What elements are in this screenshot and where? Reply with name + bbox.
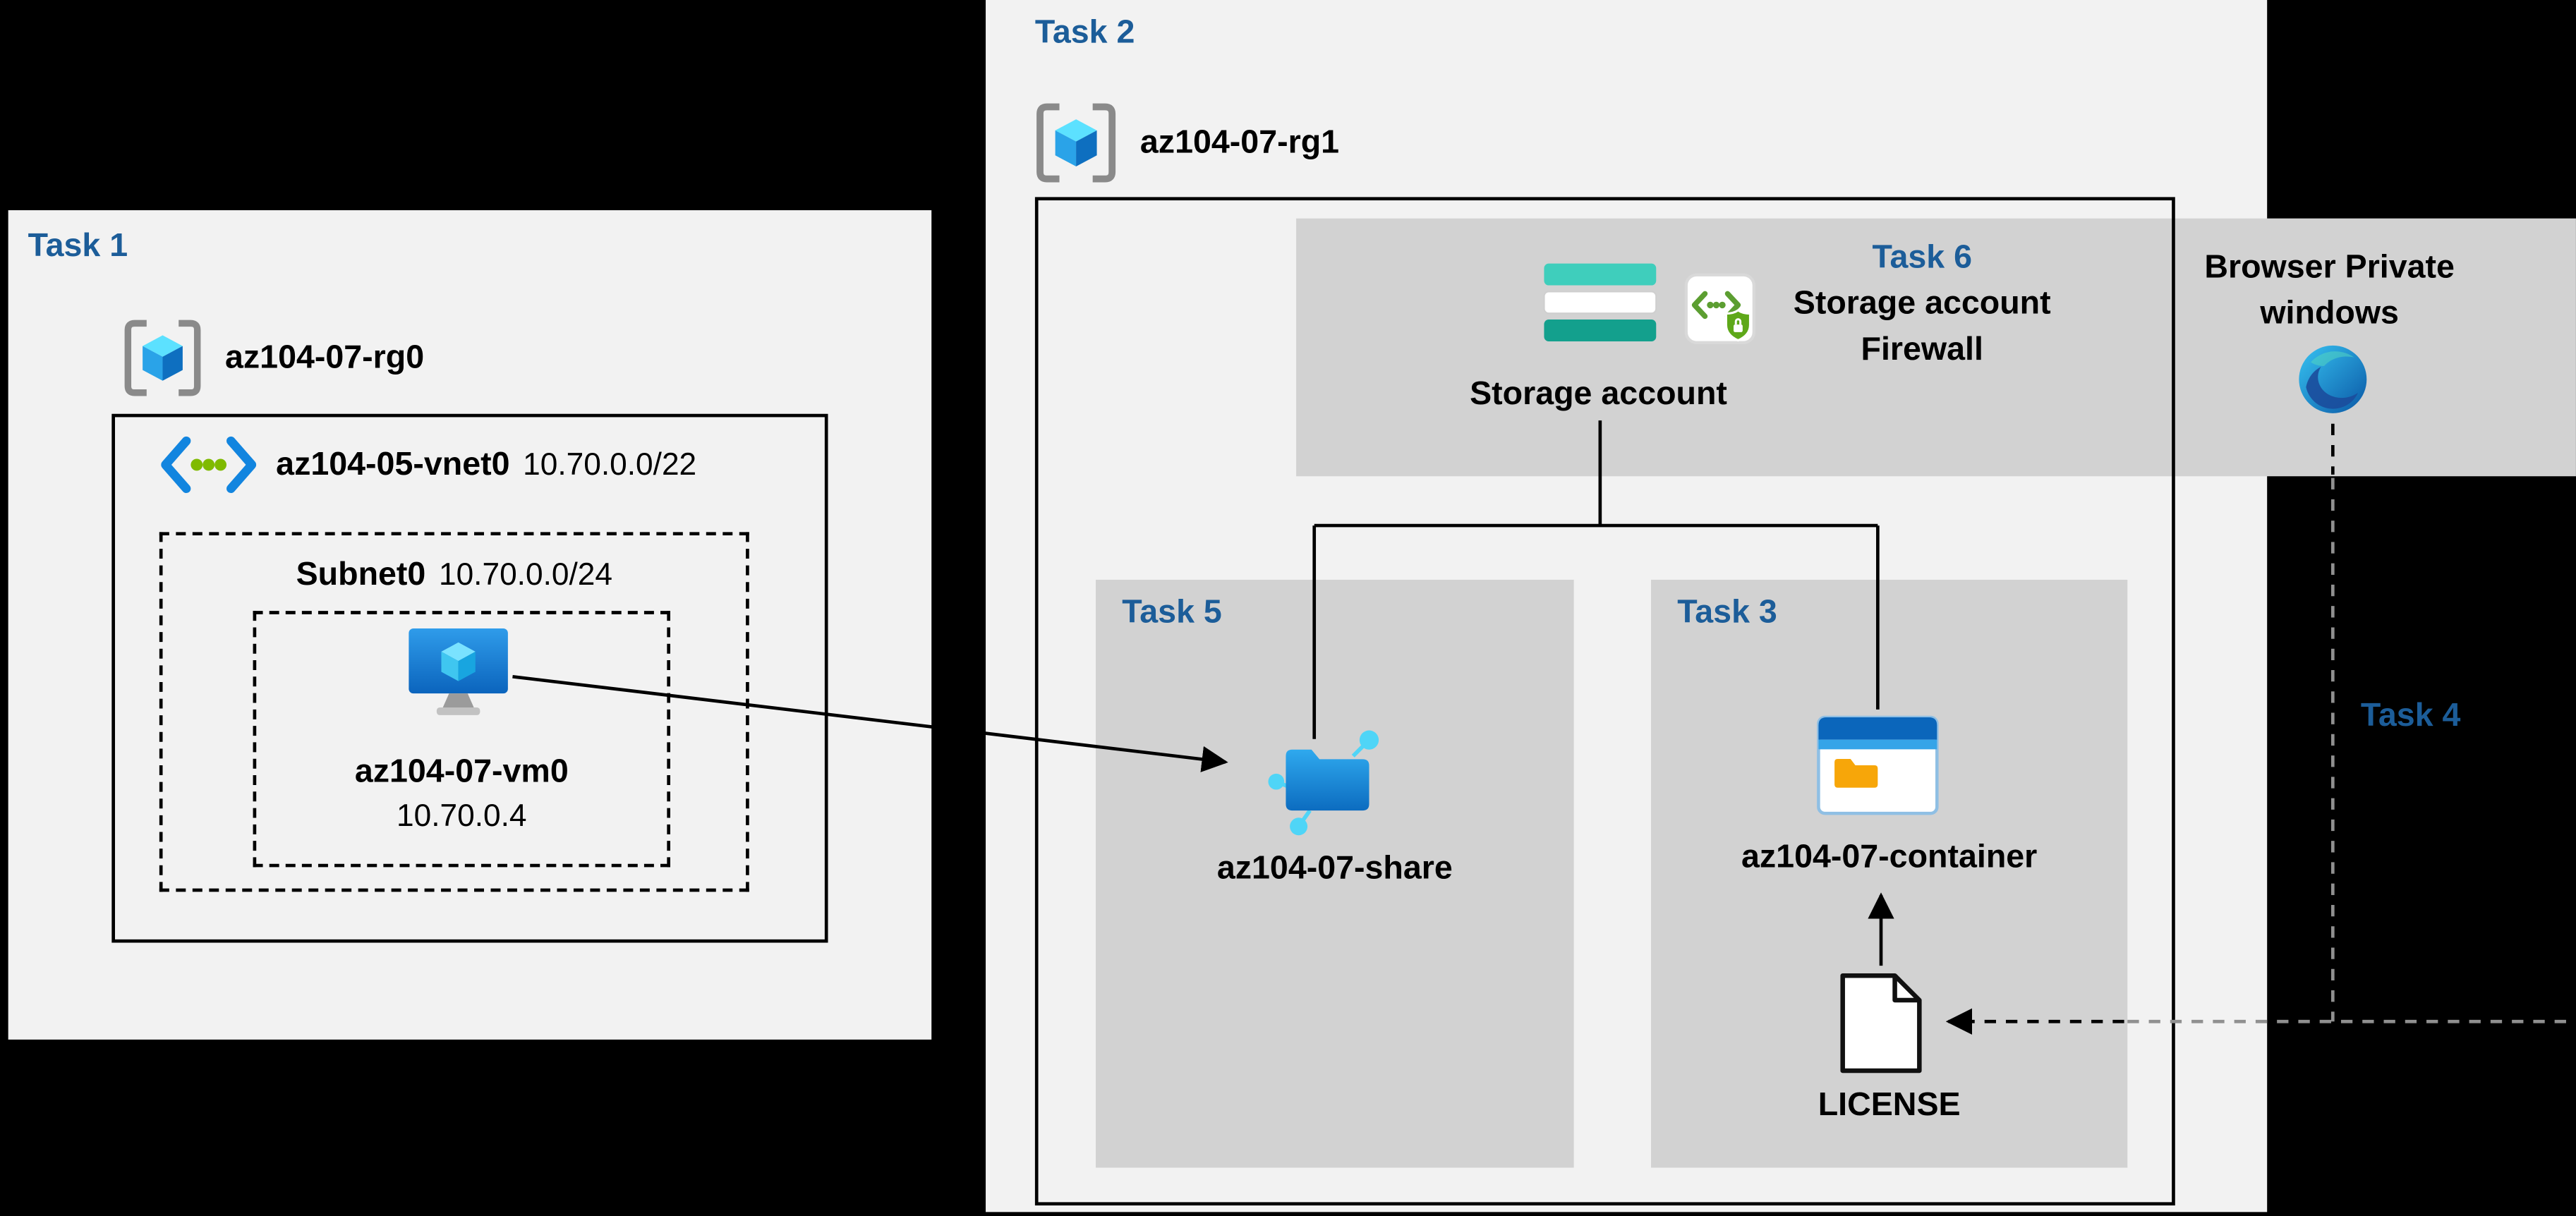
task1-panel: Task 1 az104-07-rg0 <box>8 210 932 1040</box>
file-share-name: az104-07-share <box>1216 851 1453 887</box>
task2-panel: Task 2 az104-07-rg1 <box>986 0 2576 1212</box>
license-label: LICENSE <box>1818 1087 1961 1124</box>
task5-title: Task 5 <box>1122 594 1222 631</box>
vnet-row: az104-05-vnet0 10.70.0.0/22 <box>161 430 696 499</box>
resource-group1-name: az104-07-rg1 <box>1139 124 1340 162</box>
browser-label-line1: Browser Private <box>2204 249 2455 286</box>
license-document-icon <box>1840 973 1922 1074</box>
subnet-label: Subnet0 10.70.0.0/24 <box>163 555 746 596</box>
edge-browser-icon <box>2299 345 2367 413</box>
resource-group1-row: az104-07-rg1 <box>1032 99 1339 188</box>
resource-group0-row: az104-07-rg0 <box>120 315 424 401</box>
blob-container-icon <box>1817 715 1939 815</box>
vm-ip: 10.70.0.4 <box>397 799 527 834</box>
vnet-icon <box>161 436 257 494</box>
storage-account-label: Storage account <box>1470 376 1727 413</box>
storage-account-icon <box>1543 263 1657 341</box>
resource-group-icon <box>124 320 201 396</box>
task6-line1: Storage account <box>1793 286 2051 322</box>
task6-block: Task 6 Storage account Firewall <box>1758 235 2086 373</box>
vm-box: az104-07-vm0 10.70.0.4 <box>253 611 670 868</box>
blob-container-name: az104-07-container <box>1741 839 2038 876</box>
vm-icon <box>409 628 508 715</box>
firewall-icon <box>1684 273 1755 344</box>
subnet-cidr: 10.70.0.0/24 <box>438 558 612 593</box>
storage-band: Storage account Task 6 Storage account F… <box>1296 218 2576 477</box>
task4-title: Task 4 <box>2360 698 2461 734</box>
vnet-name: az104-05-vnet0 <box>276 446 510 482</box>
task3-title: Task 3 <box>1677 594 1777 631</box>
browser-label-line2: windows <box>2260 296 2399 332</box>
task6-title: Task 6 <box>1872 239 1972 276</box>
task6-line2: Firewall <box>1861 332 1983 368</box>
subnet-name: Subnet0 <box>296 557 426 593</box>
subnet-box: Subnet0 10.70.0.0/24 <box>159 532 749 892</box>
resource-group0-name: az104-07-rg0 <box>224 339 425 377</box>
task2-title: Task 2 <box>1034 14 1135 51</box>
file-share-icon <box>1268 730 1379 836</box>
browser-block: Browser Private windows <box>2165 245 2494 336</box>
task1-title: Task 1 <box>28 228 128 265</box>
task5-panel: Task 5 az104-07-share <box>1096 579 1574 1168</box>
resource-group-icon <box>1036 103 1116 183</box>
task3-panel: Task 3 az104-07-container LICENSE <box>1651 579 2128 1168</box>
vm-name: az104-07-vm0 <box>354 753 569 790</box>
vnet-box: az104-05-vnet0 10.70.0.0/22 Subnet0 10.70.… <box>111 413 828 943</box>
vnet-cidr: 10.70.0.0/22 <box>523 447 697 482</box>
